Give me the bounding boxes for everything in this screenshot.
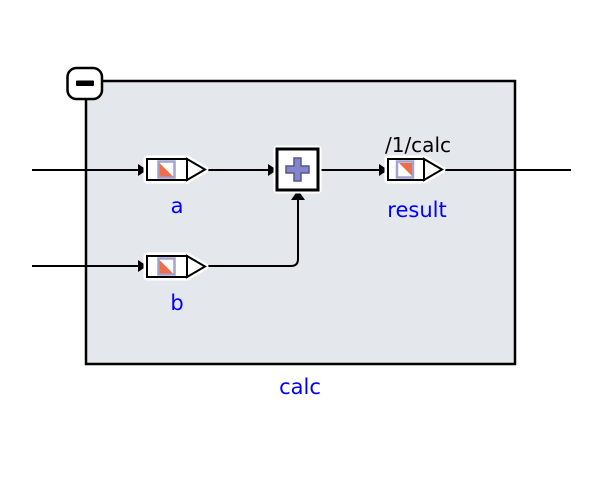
connection-a-external[interactable] — [32, 164, 147, 176]
port-b-label: b — [170, 291, 183, 315]
input-port-a[interactable] — [143, 155, 209, 184]
port-a-label: a — [171, 194, 184, 218]
arrow-head — [138, 164, 147, 176]
connection-a-to-sum[interactable] — [205, 164, 277, 176]
collapse-button[interactable] — [66, 66, 104, 101]
output-path-label: /1/calc — [385, 133, 451, 157]
arrow-head — [268, 164, 277, 176]
connection-b-to-sum[interactable] — [205, 190, 305, 267]
signal-connector-icon — [157, 257, 176, 276]
minus-icon — [76, 80, 94, 86]
arrow-head — [138, 260, 147, 272]
plus-icon — [285, 157, 310, 182]
output-port-result[interactable] — [384, 155, 446, 184]
result-label: result — [387, 198, 446, 222]
connection-sum-to-result[interactable] — [319, 164, 388, 176]
connection-b-external[interactable] — [32, 260, 147, 272]
subsystem-box[interactable] — [84, 79, 517, 366]
signal-connector-icon — [157, 160, 176, 179]
arrow-head — [291, 190, 305, 200]
arrow-head — [379, 164, 388, 176]
signal-connector-icon — [395, 160, 415, 179]
subsystem-label: calc — [279, 375, 321, 399]
input-port-b[interactable] — [143, 252, 209, 281]
sum-block[interactable] — [273, 145, 322, 194]
